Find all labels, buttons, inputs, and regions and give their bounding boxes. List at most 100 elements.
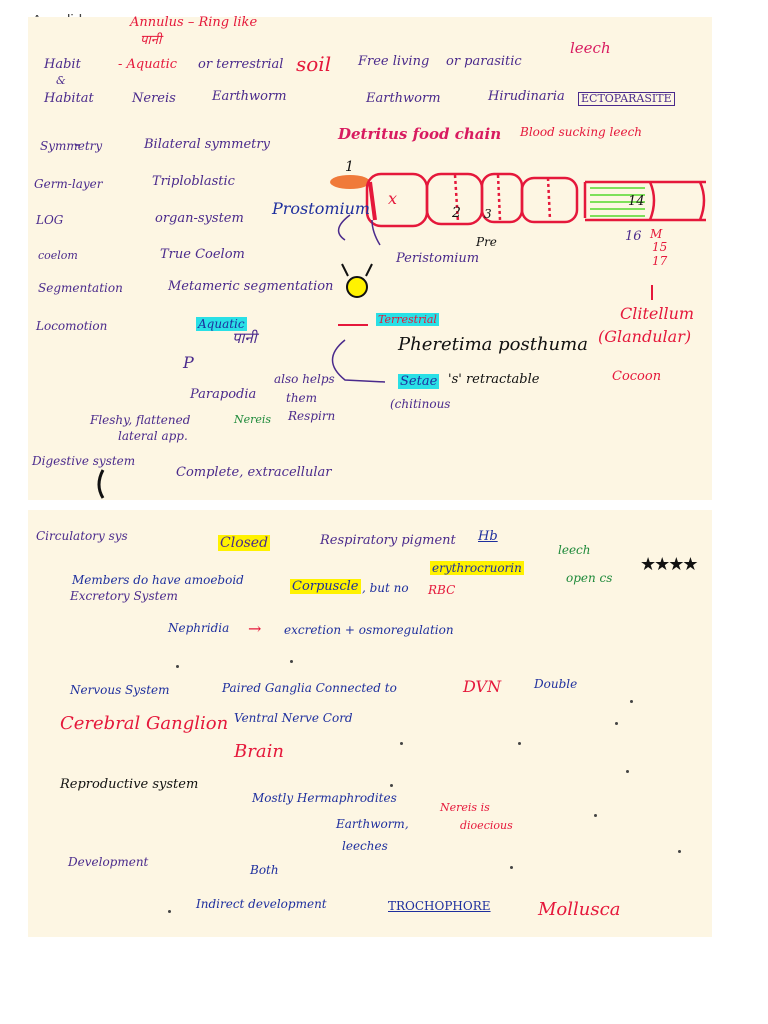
clitellum-label: Clitellum (620, 304, 695, 323)
segment-m-label: M (650, 227, 663, 241)
segmentation-label: Segmentation (38, 281, 123, 295)
leech-note: leech (570, 39, 611, 57)
glandular-label: (Glandular) (598, 327, 692, 346)
paired-ganglia-label: Paired Ganglia Connected to (222, 681, 397, 695)
log-label: LOG (36, 213, 64, 227)
rbc-label: RBC (428, 583, 456, 597)
also-helps-label: also helps (274, 372, 335, 386)
cerebral-ganglion-label: Cerebral Ganglion (60, 713, 229, 734)
paani-label: पानी (232, 329, 257, 347)
notes-panel-1 (28, 17, 712, 500)
symmetry-value: Bilateral symmetry (144, 137, 270, 152)
respiratory-pigment: Respiratory pigment (320, 533, 456, 548)
members-note: Members do have amoeboid (72, 573, 244, 587)
segment-16-number: 16 (625, 229, 642, 244)
dvn-label: DVN (463, 677, 502, 696)
prostomium-label: Prostomium (272, 199, 371, 218)
free-living-note: Free living (358, 54, 430, 69)
nephridia-label: Nephridia (168, 621, 230, 635)
symmetry-label: Symmetry (40, 139, 103, 153)
excretion-label: excretion + osmoregulation (284, 623, 454, 637)
dioecious-label: dioecious (460, 819, 513, 832)
segment-x-mark: x (388, 189, 398, 208)
notes-panel-2 (28, 510, 712, 937)
star-icon: ★★★★ (640, 554, 699, 574)
both-label: Both (250, 863, 279, 877)
aquatic-label: Aquatic (196, 317, 247, 331)
setae-label: Setae (398, 374, 440, 389)
respiration-label: Respirn (288, 409, 336, 423)
fleshy-label: Fleshy, flattened (90, 413, 191, 427)
parasitic-note: or parasitic (446, 54, 522, 69)
reproductive-label: Reproductive system (60, 777, 199, 792)
pheretima-label: Pheretima posthuma (398, 334, 588, 355)
prostomium-shape (330, 175, 370, 189)
closed-label: Closed (218, 535, 271, 551)
ectoparasite-tag: ECTOPARASITE (578, 92, 675, 107)
double-label: Double (534, 677, 578, 691)
segment-17-number: 17 (652, 254, 668, 268)
habit-label: Habit (44, 57, 81, 72)
p-letter: P (183, 353, 194, 372)
erythrocruorin-highlight: erythrocruorin (430, 561, 524, 575)
segment-1-number: 1 (345, 159, 354, 175)
erythrocruorin-label: erythrocruorin (430, 561, 524, 575)
detritus-note: Detritus food chain (338, 125, 502, 143)
segment-3-number: 3 (484, 207, 492, 221)
corpuscle-highlight: Corpuscle (290, 579, 361, 594)
germ-layer-value: Triploblastic (152, 174, 235, 189)
terrestrial-note: or terrestrial (198, 57, 284, 72)
coelom-value: True Coelom (160, 247, 245, 262)
annulus-note: Annulus – Ring like (130, 15, 258, 30)
hermaphrodites-label: Mostly Hermaphrodites (252, 791, 397, 805)
digestive-value: Complete, extracellular (176, 465, 332, 480)
aquatic-highlight: Aquatic (196, 317, 247, 331)
coelom-label: coelom (38, 249, 78, 262)
earthworm-note: Earthworm (212, 89, 287, 104)
hb-label: Hb (478, 529, 498, 544)
earthworm-note-2: Earthworm (366, 91, 441, 106)
closed-highlight: Closed (218, 535, 271, 551)
circulatory-label: Circulatory sys (36, 529, 128, 543)
digestive-label: Digestive system (32, 454, 136, 468)
right-arrow-icon: → (248, 619, 262, 638)
pre-label: Pre (476, 235, 497, 249)
segment-2-number: 2 (452, 205, 461, 221)
open-cs-label: open cs (566, 571, 613, 585)
them-label: them (286, 391, 318, 405)
germ-layer-label: Germ-layer (34, 177, 103, 191)
nervous-label: Nervous System (70, 683, 170, 697)
brain-label: Brain (234, 741, 284, 762)
but-no-label: , but no (362, 581, 409, 595)
leech-open-label: leech (558, 543, 591, 557)
parapodia-label: Parapodia (190, 387, 257, 402)
peristomium-label: Peristomium (396, 251, 480, 266)
cocoon-label: Cocoon (612, 369, 662, 384)
nereis-note: Nereis (132, 91, 176, 106)
soil-note: soil (296, 52, 332, 76)
earthworm-label-3: Earthworm, (336, 817, 409, 831)
leeches-label: leeches (342, 839, 388, 853)
and-label: & (56, 74, 66, 87)
trochophore-label: TROCHOPHORE (388, 899, 491, 913)
hirudinaria-note: Hirudinaria (488, 89, 565, 104)
chitinous-label: (chitinous (390, 397, 451, 411)
development-label: Development (68, 855, 149, 869)
terrestrial-highlight: Terrestrial (376, 313, 439, 326)
ventral-nerve-label: Ventral Nerve Cord (234, 711, 353, 725)
terrestrial-label: Terrestrial (376, 313, 439, 326)
paani-top: पानी (140, 33, 162, 48)
corpuscle-label: Corpuscle (290, 579, 361, 594)
segment-4 (520, 176, 579, 224)
aquatic-note: - Aquatic (118, 57, 178, 72)
excretory-label: Excretory System (70, 589, 178, 603)
blood-sucking-note: Blood sucking leech (520, 125, 643, 139)
nereis-dioecious-label: Nereis is (440, 801, 490, 814)
retractable-label: 's' retractable (448, 372, 540, 387)
segment-14-number: 14 (628, 194, 645, 209)
lateral-app-label: lateral app. (118, 429, 188, 443)
log-value: organ-system (155, 211, 244, 226)
segment-15-number: 15 (652, 240, 668, 254)
segmentation-value: Metameric segmentation (168, 279, 334, 294)
locomotion-label: Locomotion (36, 319, 108, 333)
